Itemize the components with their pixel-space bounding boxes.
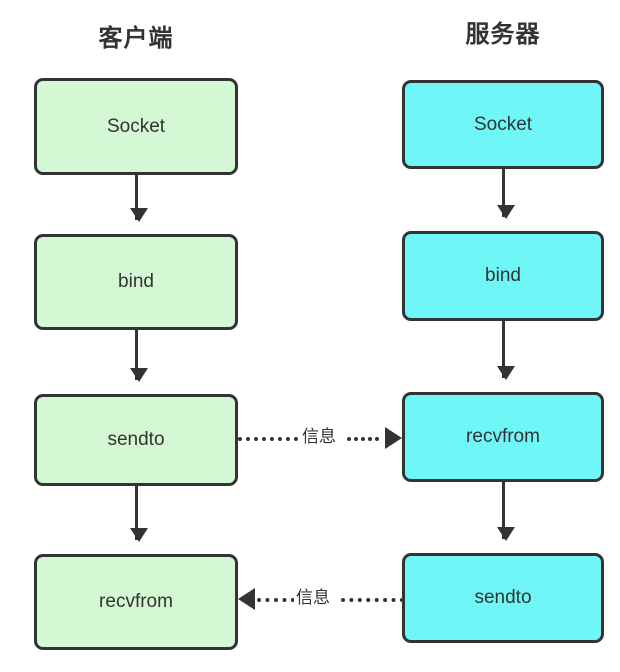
node-label: recvfrom	[99, 591, 173, 612]
server-node-sendto[interactable]: sendto	[402, 553, 604, 643]
server-arrow-socket-to-bind	[497, 169, 515, 219]
client-arrow-sendto-to-recvfrom	[130, 486, 148, 542]
client-node-bind[interactable]: bind	[34, 234, 238, 330]
client-node-sendto[interactable]: sendto	[34, 394, 238, 486]
server-node-bind[interactable]: bind	[402, 231, 604, 321]
client-arrow-socket-to-bind	[130, 175, 148, 222]
dotted-line-segment	[257, 598, 295, 602]
dotted-line-segment	[238, 437, 298, 441]
node-label: sendto	[107, 429, 165, 450]
node-label: recvfrom	[466, 426, 540, 447]
message-label: 信息	[294, 583, 332, 608]
server-arrow-bind-to-recvfrom	[497, 321, 515, 380]
arrow-head-right-icon	[385, 427, 402, 449]
client-node-recvfrom[interactable]: recvfrom	[34, 554, 238, 650]
message-link-client-to-server: 信息	[238, 422, 404, 449]
node-label: Socket	[106, 115, 166, 137]
server-node-recvfrom[interactable]: recvfrom	[402, 392, 604, 482]
message-label: 信息	[300, 422, 338, 447]
node-label: bind	[118, 271, 154, 292]
server-arrow-recvfrom-to-sendto	[497, 482, 515, 541]
message-link-server-to-client: 信息	[238, 583, 404, 610]
client-node-socket[interactable]: Socket	[34, 78, 238, 175]
dotted-line-segment	[341, 598, 404, 602]
dotted-line-segment	[347, 437, 379, 441]
column-title-server: 服务器	[465, 21, 541, 48]
node-label: Socket	[473, 113, 533, 135]
node-label: sendto	[474, 587, 532, 608]
arrow-head-left-icon	[238, 588, 255, 610]
server-node-socket[interactable]: Socket	[402, 80, 604, 169]
column-title-client: 客户端	[98, 25, 174, 52]
client-arrow-bind-to-sendto	[130, 330, 148, 382]
node-label: bind	[485, 265, 521, 286]
